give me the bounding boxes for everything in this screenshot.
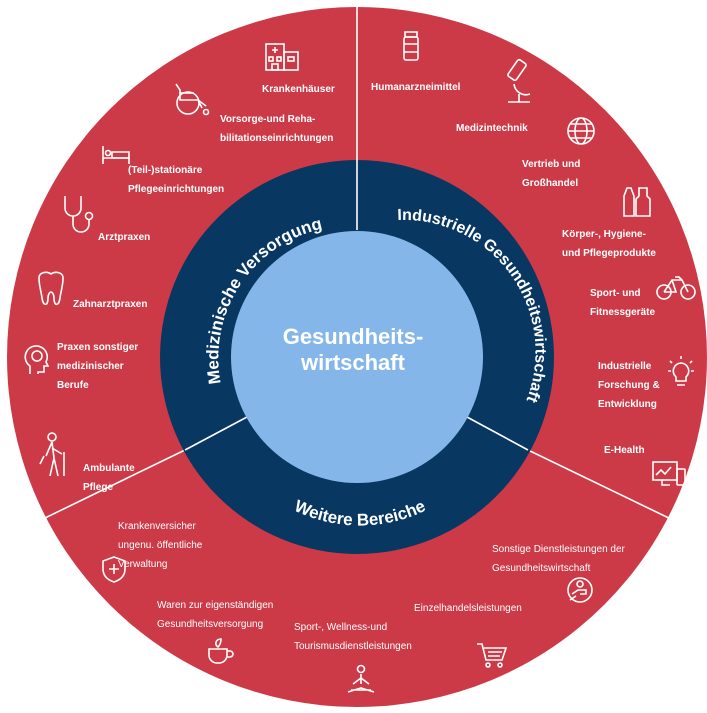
- label-ambulante-pflege-line1: Ambulante: [83, 463, 135, 474]
- hospital-icon: [264, 38, 300, 72]
- label-medizintechnik-line1: Medizintechnik: [456, 123, 528, 134]
- label-vertrieb-grosshandel-line1: Vertrieb und: [522, 159, 581, 170]
- label-forschung-entwicklung-line2: Forschung &: [598, 380, 660, 391]
- label-waren-gesundheitsversorgung-line1: Waren zur eigenständigen: [157, 600, 274, 611]
- microscope-icon: [500, 58, 534, 104]
- center-title-line2: wirtschaft: [301, 350, 405, 375]
- label-humanarzneimittel-line1: Humanarzneimittel: [371, 82, 461, 93]
- label-krankenhaeuser-line1: Krankenhäuser: [262, 84, 335, 95]
- label-medizintechnik: Medizintechnik: [456, 119, 528, 138]
- elderly-person-icon: [38, 432, 72, 478]
- label-waren-gesundheitsversorgung: Waren zur eigenständigen Gesundheitsvers…: [157, 596, 273, 634]
- shield-icon: [100, 555, 128, 583]
- label-forschung-entwicklung: Industrielle Forschung & Entwicklung: [598, 357, 660, 414]
- wheelchair-icon: [172, 80, 214, 116]
- label-sport-fitness-line2: Fitnessgeräte: [590, 307, 656, 318]
- label-arztpraxen: Arztpraxen: [98, 228, 150, 247]
- label-koerper-hygiene: Körper-, Hygiene- und Pflegeprodukte: [562, 225, 656, 263]
- label-ambulante-pflege-line2: Pflege: [83, 482, 114, 493]
- label-krankenversicherung-line2: ungenu. öffentliche: [118, 540, 203, 551]
- label-vorsorge-reha-line2: bilitationseinrichtungen: [220, 133, 334, 144]
- center-title: Gesundheits- wirtschaft: [253, 324, 453, 376]
- label-forschung-entwicklung-line3: Entwicklung: [598, 399, 657, 410]
- label-praxen-sonstiger: Praxen sonstiger medizinischer Berufe: [57, 338, 138, 395]
- label-krankenhaeuser: Krankenhäuser: [262, 80, 335, 99]
- label-tourismusdienstleistungen-line1: Sport-, Wellness-und: [294, 622, 388, 633]
- label-humanarzneimittel: Humanarzneimittel: [371, 78, 460, 97]
- label-tourismusdienstleistungen-line2: Tourismusdienstleistungen: [294, 641, 412, 652]
- sector-dividers: [184, 160, 529, 451]
- label-einzelhandelsleistungen-line1: Einzelhandelsleistungen: [414, 603, 522, 614]
- lightbulb-icon: [667, 355, 695, 389]
- label-vorsorge-reha-line1: Vorsorge-und Reha-: [220, 114, 316, 125]
- label-zahnarztpraxen-line1: Zahnarztpraxen: [73, 299, 148, 310]
- stethoscope-icon: [60, 194, 94, 238]
- globe-icon: [565, 115, 597, 147]
- label-krankenversicherung-line1: Krankenversicher: [118, 521, 196, 532]
- bed-icon: [101, 144, 131, 166]
- label-praxen-sonstiger-line2: medizinischer: [57, 361, 124, 372]
- label-sonstige-dienstleistungen: Sonstige Dienstleistungen der Gesundheit…: [492, 540, 625, 578]
- label-sonstige-dienstleistungen-line2: Gesundheitswirtschaft: [492, 563, 591, 574]
- label-waren-gesundheitsversorgung-line2: Gesundheitsversorgung: [157, 619, 264, 630]
- label-praxen-sonstiger-line1: Praxen sonstiger: [57, 342, 139, 353]
- hand-service-icon: [564, 576, 598, 608]
- label-forschung-entwicklung-line1: Industrielle: [598, 361, 652, 372]
- label-vorsorge-reha: Vorsorge-und Reha- bilitationseinrichtun…: [220, 110, 333, 148]
- label-praxen-sonstiger-line3: Berufe: [57, 380, 89, 391]
- bicycle-icon: [656, 275, 696, 301]
- label-ambulante-pflege: Ambulante Pflege: [83, 459, 135, 497]
- shopping-cart-icon: [476, 641, 508, 669]
- label-krankenversicherung: Krankenversicher ungenu. öffentliche Ver…: [118, 517, 202, 574]
- label-tourismusdienstleistungen: Sport-, Wellness-und Tourismusdienstleis…: [294, 618, 412, 656]
- label-einzelhandelsleistungen: Einzelhandelsleistungen: [414, 599, 522, 618]
- teacup-icon: [206, 637, 236, 665]
- label-zahnarztpraxen: Zahnarztpraxen: [73, 295, 147, 314]
- center-circle: [231, 231, 483, 483]
- label-koerper-hygiene-line1: Körper-, Hygiene-: [562, 229, 646, 240]
- head-brain-icon: [24, 344, 54, 378]
- label-pflegeeinrichtungen-line2: Pflegeeinrichtungen: [128, 184, 225, 195]
- label-pflegeeinrichtungen: (Teil-)stationäre Pflegeeinrichtungen: [128, 161, 224, 199]
- label-koerper-hygiene-line2: und Pflegeprodukte: [562, 248, 656, 259]
- label-sport-fitness: Sport- und Fitnessgeräte: [590, 284, 655, 322]
- label-krankenversicherung-line3: Verwaltung: [118, 559, 168, 570]
- label-sport-fitness-line1: Sport- und: [590, 288, 641, 299]
- divider-lines: [9, 6, 705, 536]
- medicine-bottle-icon: [403, 30, 419, 62]
- label-vertrieb-grosshandel-line2: Großhandel: [522, 178, 579, 189]
- tooth-icon: [35, 270, 67, 310]
- meditation-icon: [345, 664, 377, 696]
- label-pflegeeinrichtungen-line1: (Teil-)stationäre: [128, 165, 203, 176]
- monitor-device-icon: [652, 461, 686, 487]
- label-ehealth-line1: E-Health: [604, 445, 645, 456]
- label-ehealth: E-Health: [604, 441, 645, 460]
- label-arztpraxen-line1: Arztpraxen: [98, 232, 151, 243]
- label-sonstige-dienstleistungen-line1: Sonstige Dienstleistungen der: [492, 544, 625, 555]
- label-vertrieb-grosshandel: Vertrieb und Großhandel: [522, 155, 580, 193]
- bottles-icon: [621, 184, 653, 218]
- center-title-line1: Gesundheits-: [282, 324, 424, 349]
